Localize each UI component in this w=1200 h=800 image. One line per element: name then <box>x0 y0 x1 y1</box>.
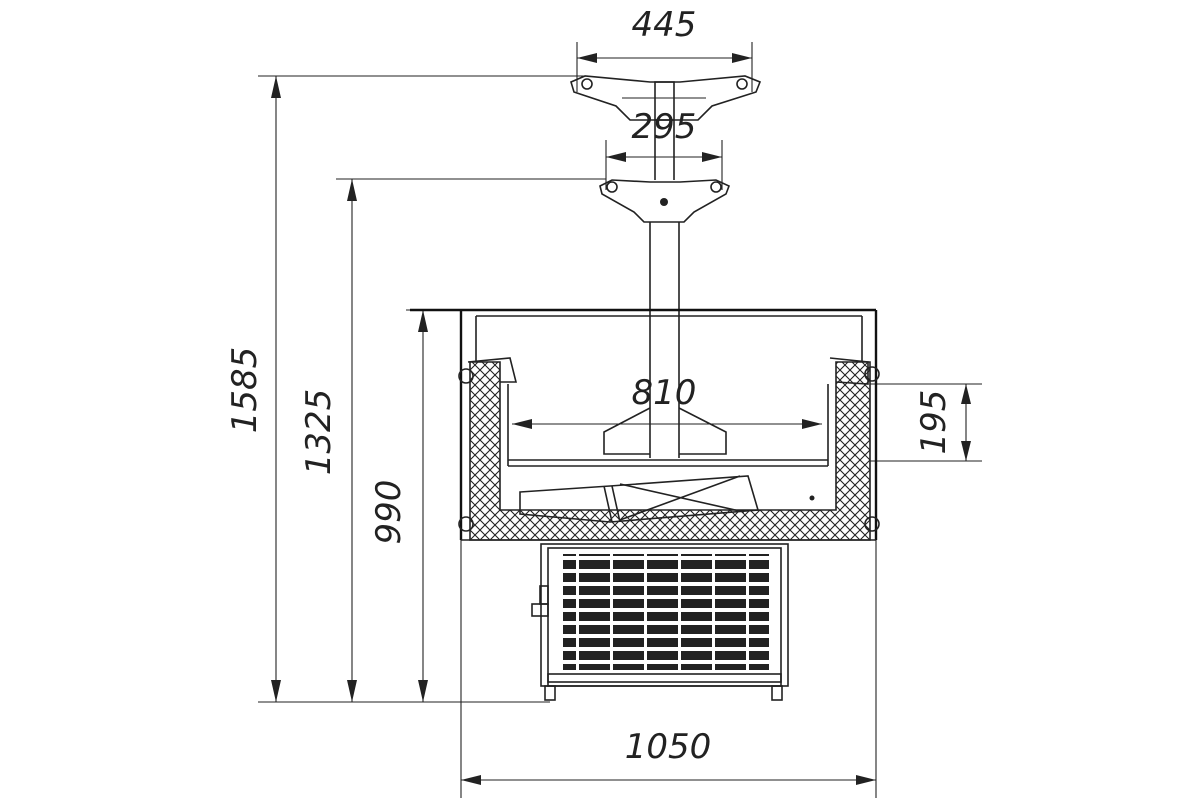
dim-990: 990 <box>369 309 470 702</box>
inner-pan <box>507 384 829 501</box>
dim-295: 295 <box>605 107 723 190</box>
dim-195-label: 195 <box>914 390 954 455</box>
dim-990-label: 990 <box>369 480 409 545</box>
evaporator-box <box>519 475 760 523</box>
dim-195: 195 <box>870 383 982 462</box>
dim-1050-label: 1050 <box>625 727 712 767</box>
condenser-unit <box>531 543 789 701</box>
dim-445-label: 445 <box>632 5 697 45</box>
dim-1585-label: 1585 <box>225 347 265 434</box>
dim-1050: 1050 <box>460 540 877 798</box>
top-shelf-bracket <box>570 75 762 121</box>
dim-445: 445 <box>576 5 753 92</box>
dim-295-label: 295 <box>632 107 697 147</box>
lower-shelf-bracket <box>599 179 731 223</box>
dim-810: 810 <box>512 373 822 429</box>
dim-1585: 1585 <box>225 75 585 703</box>
dim-810-label: 810 <box>632 373 697 413</box>
dim-1325-label: 1325 <box>299 389 339 476</box>
dim-1325: 1325 <box>299 178 606 702</box>
central-column <box>603 120 727 458</box>
insulated-tub <box>458 357 880 541</box>
